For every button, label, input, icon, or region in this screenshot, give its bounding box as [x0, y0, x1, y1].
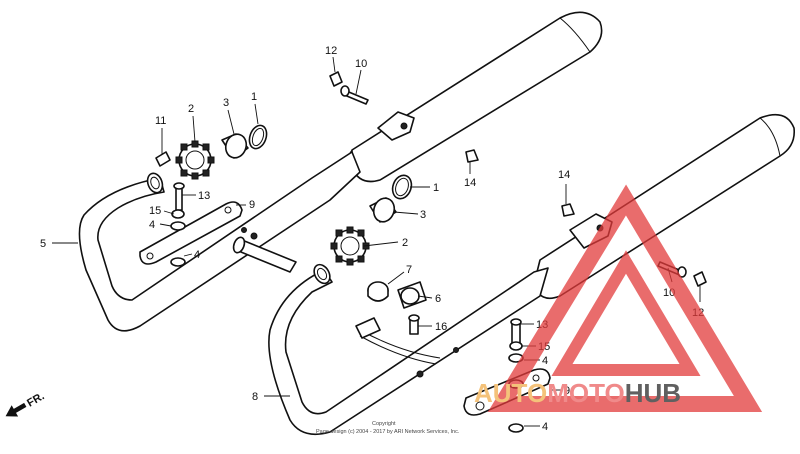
leader-lines: [52, 56, 701, 427]
callout-9-upper: 9: [249, 199, 255, 211]
watermark-part-3: HUB: [625, 378, 681, 408]
callout-4-lower-b: 4: [542, 421, 548, 433]
callout-1-lower: 1: [433, 182, 439, 194]
callout-15-upper: 15: [149, 205, 161, 217]
callout-13-upper: 13: [198, 190, 210, 202]
callout-7: 7: [406, 264, 412, 276]
callout-11: 11: [155, 115, 166, 127]
callout-12-upper: 12: [325, 45, 337, 57]
callout-16: 16: [435, 321, 447, 333]
callout-4-lower-a: 4: [542, 355, 548, 367]
callout-4-upper-a: 4: [149, 219, 155, 231]
watermark-part-1: AUTO: [474, 378, 547, 408]
callout-6: 6: [435, 293, 441, 305]
callout-3-upper: 3: [223, 97, 229, 109]
copyright-line-1: Copyright: [372, 421, 396, 427]
callout-9-lower: 9: [564, 385, 570, 397]
callout-2-lower: 2: [402, 237, 408, 249]
front-arrow-icon: [5, 402, 27, 417]
callout-14-upper: 14: [464, 177, 476, 189]
upper-muffler: [347, 11, 603, 183]
upper-exhaust-pipe: [78, 151, 361, 332]
callout-14-lower: 14: [558, 169, 570, 181]
watermark-triangle-icon: [487, 184, 763, 412]
callout-10-upper: 10: [355, 58, 367, 70]
callout-5: 5: [40, 238, 46, 250]
upper-joint-parts: [155, 71, 479, 267]
front-label: FR.: [25, 390, 46, 409]
automotohub-watermark: AUTOMOTOHUB: [474, 184, 763, 412]
watermark-part-2: MOTO: [547, 378, 625, 408]
upper-bracket: [139, 201, 243, 265]
callout-2-upper: 2: [188, 103, 194, 115]
watermark-text: AUTOMOTOHUB: [474, 378, 681, 408]
copyright-line-2: Page design (c) 2004 - 2017 by ARI Netwo…: [316, 429, 460, 435]
lower-exhaust-pipe: [268, 263, 549, 436]
callout-3-lower: 3: [420, 209, 426, 221]
callout-8: 8: [252, 391, 258, 403]
callout-4-upper-b: 4: [194, 249, 200, 261]
front-direction-marker: FR.: [5, 390, 47, 417]
callout-1-upper: 1: [251, 91, 257, 103]
